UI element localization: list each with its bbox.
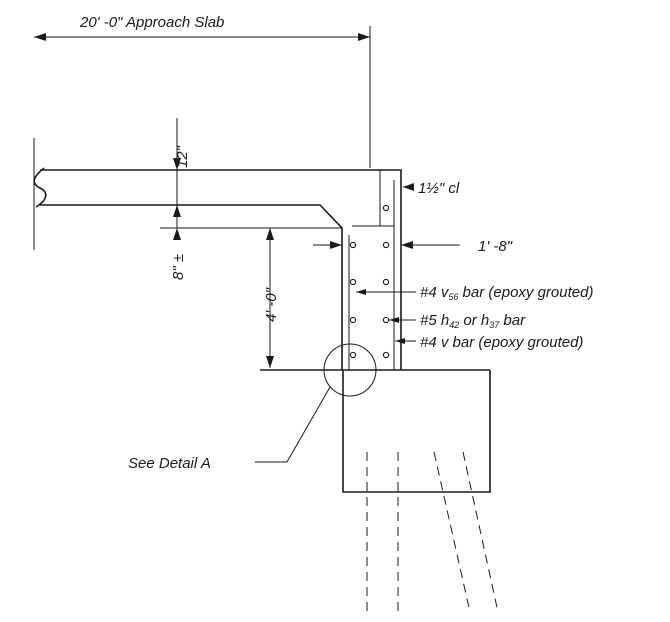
- approach-slab-label: 20' -0" Approach Slab: [79, 14, 224, 31]
- v-bar-label: #4 v bar (epoxy grouted): [420, 334, 583, 351]
- clear-cover-label: 1½" cl: [418, 180, 460, 197]
- wall-width-dimension: [313, 241, 460, 249]
- clear-cover-dimension: [403, 183, 414, 191]
- detail-a-callout: [255, 343, 377, 463]
- wall-width-label: 1' -8": [478, 238, 513, 255]
- reinforcing-bars: [348, 170, 395, 370]
- slab-and-wall-outline: [33, 167, 402, 370]
- haunch-label: 8" ±: [170, 254, 187, 280]
- slab-thickness-label: 12": [174, 145, 191, 168]
- wall-height-label: 4' -0": [263, 287, 280, 322]
- h-bar-label: #5 h42 or h37 bar: [420, 312, 526, 330]
- break-symbol: [33, 167, 47, 208]
- piles: [366, 451, 499, 613]
- haunch-dimension: [160, 205, 342, 240]
- bar-leaders: [356, 289, 416, 344]
- v56-bar-label: #4 v56 bar (epoxy grouted): [420, 284, 593, 302]
- approach-slab-dimension: [33, 26, 371, 250]
- wall-height-dimension: [266, 228, 274, 368]
- abutment-cap: [260, 369, 491, 493]
- see-detail-label: See Detail A: [128, 455, 211, 472]
